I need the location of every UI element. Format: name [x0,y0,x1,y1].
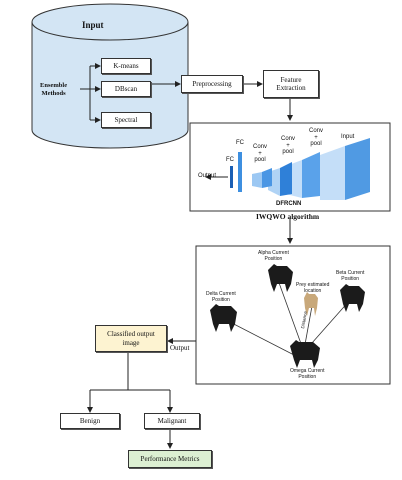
cnn-input-label: Input [341,134,355,140]
cnn-layers [230,138,370,200]
alpha-wolf-icon [268,264,293,292]
alpha-label: Alpha Current Position [258,250,289,262]
spectral-box: Spectral [101,112,151,128]
performance-metrics-box: Performance Metrics [128,450,212,468]
ensemble-connectors [80,63,101,123]
wolf-icons [210,264,365,368]
delta-label: Delta Current Position [206,291,236,303]
conv-pool-label-2: Conv + pool [281,136,296,156]
input-title: Input [82,20,104,30]
prey-label: Prey estimated location [296,282,330,294]
benign-box: Benign [60,413,120,429]
conv-pool-label-1: Conv + pool [253,144,268,164]
fc-label-1: FC [226,157,234,163]
cnn-output-label: Output [198,173,217,179]
cnn-model-name: DFRCNN [276,201,302,207]
feature-extraction-box: Feature Extraction [263,70,319,98]
fc-label-2: FC [236,140,244,146]
output-label: Output [170,344,190,352]
delta-wolf-icon [210,304,237,332]
class-tree [87,351,173,449]
ensemble-methods-label: Ensemble Methods [40,82,68,97]
beta-label: Beta Current Position [336,270,365,282]
dbscan-box: DBscan [101,81,151,97]
iwqwo-title: IWQWO algorithm [256,212,320,221]
classified-output-box: Classified output image [95,325,167,352]
preprocessing-box: Preprocessing [181,75,243,93]
omega-wolf-icon [290,340,320,368]
beta-wolf-icon [340,284,365,312]
prey-icon [304,292,318,316]
conv-pool-label-3: Conv + pool [309,128,324,148]
malignant-box: Malignant [144,413,200,429]
omega-label: Omega Current Position [290,368,325,380]
kmeans-box: K-means [101,58,151,74]
